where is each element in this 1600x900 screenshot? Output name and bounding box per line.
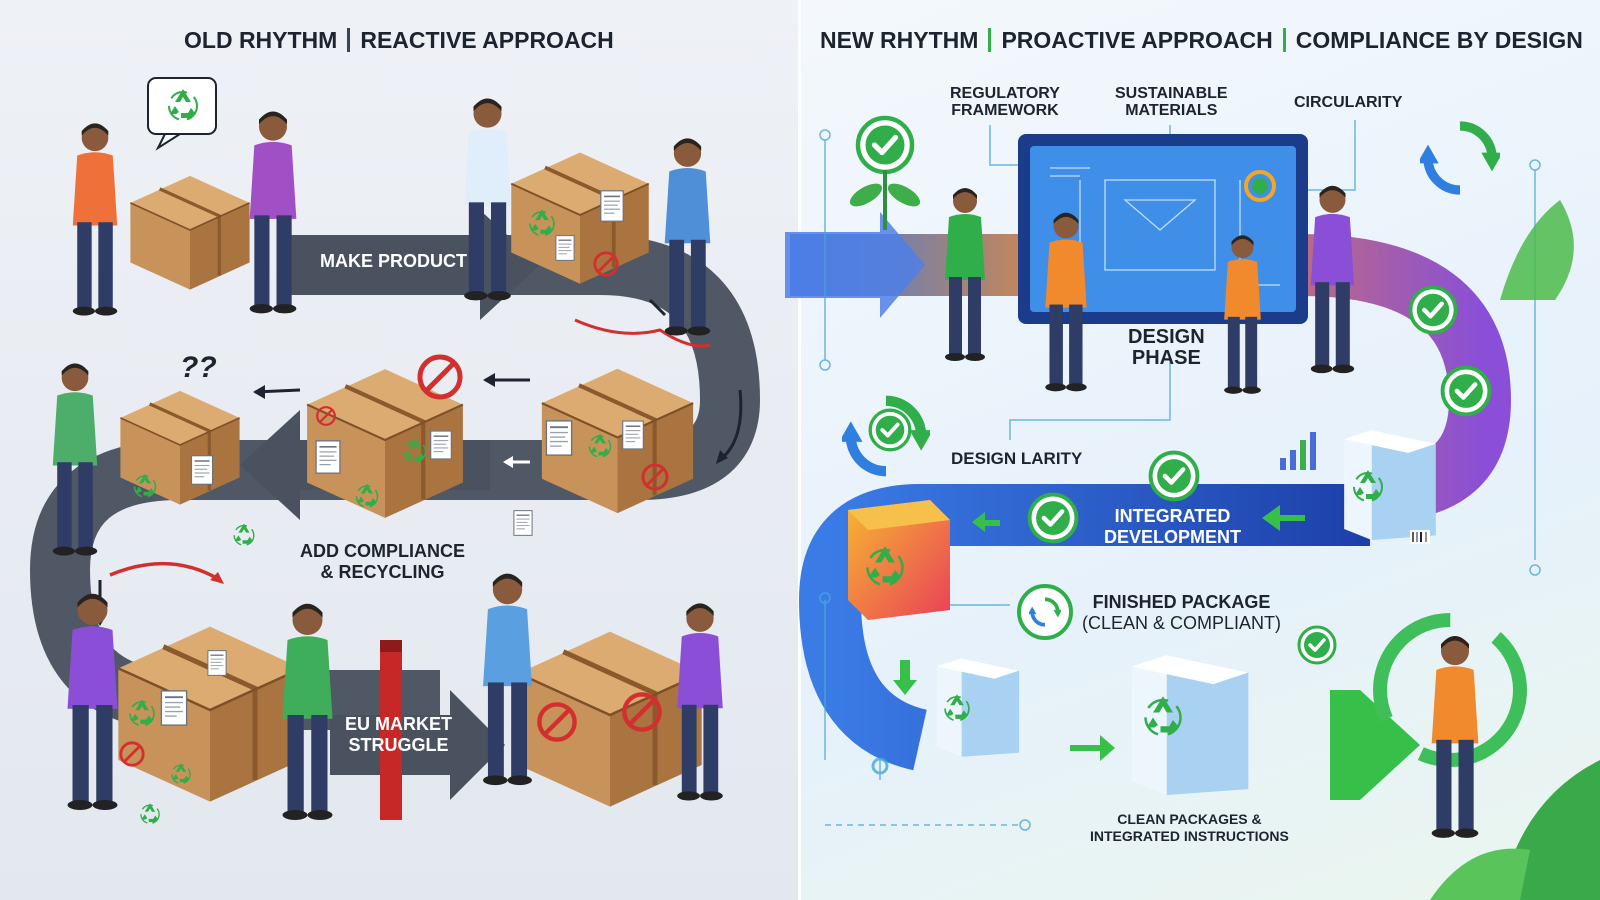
new-flow-arrow-head <box>1330 690 1420 800</box>
right-title-c: COMPLIANCE BY DESIGN <box>1295 26 1583 53</box>
confusion-marks: ?? <box>180 351 217 384</box>
check-icon <box>858 118 912 172</box>
add-compliance-line-2: & RECYCLING <box>320 561 445 582</box>
regulatory-framework-label: REGULATORY FRAMEWORK <box>950 85 1060 120</box>
sustainable-line-2: MATERIALS <box>1125 101 1218 119</box>
clean-line-2: INTEGRATED INSTRUCTIONS <box>1090 827 1289 844</box>
check-icon-2 <box>1411 288 1456 333</box>
make-product-label: MAKE PRODUCT <box>320 251 467 271</box>
right-title-b: PROACTIVE APPROACH <box>1001 26 1273 53</box>
add-compliance-label: ADD COMPLIANCE & RECYCLING <box>300 542 465 582</box>
design-phase-line-2: PHASE <box>1131 347 1201 369</box>
regulatory-line-2: FRAMEWORK <box>951 101 1059 119</box>
integrated-line-1: INTEGRATED <box>1114 506 1231 526</box>
check-icon-3 <box>1443 368 1490 415</box>
sustainable-line-1: SUSTAINABLE <box>1115 85 1228 102</box>
white-package-1 <box>1344 430 1436 540</box>
integrated-development-label: INTEGRATED DEVELOPMENT <box>1104 507 1241 547</box>
clean-packages-label: CLEAN PACKAGES & INTEGRATED INSTRUCTIONS <box>1090 812 1289 843</box>
title-separator-2 <box>988 28 992 52</box>
right-title-a: NEW RHYTHM <box>820 26 979 53</box>
person-purple-right <box>1310 185 1355 374</box>
regulatory-line-1: REGULATORY <box>950 85 1060 102</box>
person-green-2 <box>282 603 333 820</box>
title-separator-3 <box>1282 28 1286 52</box>
eu-market-label: EU MARKET STRUGGLE <box>345 715 452 755</box>
check-icon-6 <box>1297 625 1337 665</box>
plant-icon <box>849 170 921 230</box>
eu-market-line-1: EU MARKET <box>345 714 452 734</box>
eu-market-arrow <box>330 690 505 800</box>
person-purple <box>249 111 297 314</box>
title-separator <box>347 28 351 52</box>
circularity-label: CIRCULARITY <box>1294 94 1403 111</box>
person-purple-2 <box>677 603 723 801</box>
person-light-blue <box>483 573 532 786</box>
clean-line-1: CLEAN PACKAGES & <box>1117 811 1262 827</box>
barrier <box>380 640 402 820</box>
design-larity-label: DESIGN LARITY <box>951 449 1083 468</box>
integrated-line-2: DEVELOPMENT <box>1104 526 1242 547</box>
white-package-2 <box>936 658 1020 757</box>
finished-package-label: FINISHED PACKAGE (CLEAN & COMPLIANT) <box>1082 593 1281 633</box>
check-icon-4 <box>1151 453 1198 500</box>
right-title: NEW RHYTHM PROACTIVE APPROACH COMPLIANCE… <box>820 22 1583 58</box>
add-compliance-line-1: ADD COMPLIANCE <box>300 541 465 561</box>
finished-line-2: (CLEAN & COMPLIANT) <box>1082 612 1282 633</box>
design-phase-line-1: DESIGN <box>1128 326 1205 348</box>
finished-ring <box>1017 584 1073 640</box>
person-green-right <box>945 188 985 361</box>
finished-line-1: FINISHED PACKAGE <box>1092 592 1271 612</box>
box-1 <box>128 174 252 292</box>
left-title-a: OLD RHYTHM <box>184 26 338 53</box>
prohibited-icon <box>420 357 460 397</box>
orange-package <box>848 500 950 620</box>
design-phase-label: DESIGN PHASE <box>1128 327 1205 369</box>
left-title-b: REACTIVE APPROACH <box>360 26 614 53</box>
sustainable-materials-label: SUSTAINABLE MATERIALS <box>1115 85 1228 120</box>
panel-divider <box>798 0 801 900</box>
left-title: OLD RHYTHM REACTIVE APPROACH <box>184 22 614 58</box>
speech-bubble <box>147 77 217 135</box>
barcode-icon <box>1410 530 1430 544</box>
refresh-icon <box>1417 126 1502 190</box>
box-7 <box>518 632 701 807</box>
person-orange <box>72 123 118 316</box>
check-icon-5 <box>1030 495 1077 542</box>
eu-market-line-2: STRUGGLE <box>348 734 449 755</box>
check-icon-7 <box>868 408 912 452</box>
bar-chart-icon <box>1280 432 1316 470</box>
person-tablet <box>1431 636 1479 838</box>
